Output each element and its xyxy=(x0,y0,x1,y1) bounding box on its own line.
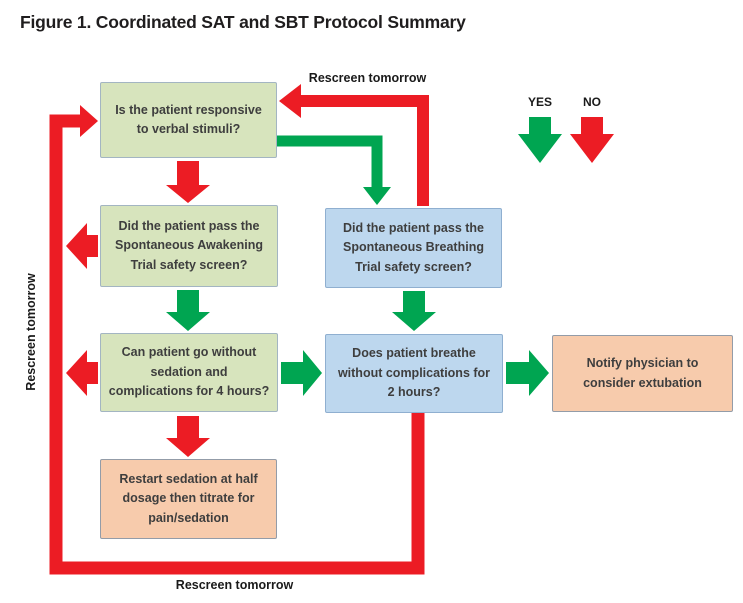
responsive-yes-to-sbt-arrowhead xyxy=(363,187,391,205)
sbt-no-to-responsive-line xyxy=(301,95,429,206)
arrow-responsive-no-down xyxy=(166,161,210,203)
box-sedation-4-hours: Can patient go without sedation and comp… xyxy=(100,333,278,412)
box-breathe-2-hours: Does patient breathe without complicatio… xyxy=(325,334,503,413)
legend-yes-arrow-icon xyxy=(518,117,562,163)
arrow-sat-no-left xyxy=(66,223,98,269)
box-responsive-text: Is the patient responsive to verbal stim… xyxy=(115,102,262,136)
box-sat-text: Did the patient pass the Spontaneous Awa… xyxy=(115,218,263,272)
legend-no-label: NO xyxy=(583,95,601,109)
label-rescreen-tomorrow-left: Rescreen tomorrow xyxy=(24,273,38,391)
sbt-no-to-responsive-arrowhead xyxy=(279,84,301,118)
arrow-sat-yes-down xyxy=(166,290,210,331)
label-rescreen-tomorrow-bottom: Rescreen tomorrow xyxy=(175,578,294,592)
arrow-breathe-yes-right xyxy=(506,350,549,396)
arrow-sedation-no-left xyxy=(66,350,98,396)
figure-title: Figure 1. Coordinated SAT and SBT Protoc… xyxy=(20,12,466,32)
box-responsive-verbal-stimuli: Is the patient responsive to verbal stim… xyxy=(100,82,277,158)
label-rescreen-tomorrow-top: Rescreen tomorrow xyxy=(308,71,427,85)
arrow-sedation-yes-right xyxy=(281,350,322,396)
box-restart-sedation: Restart sedation at half dosage then tit… xyxy=(100,459,277,539)
box-sbt-safety-screen: Did the patient pass the Spontaneous Bre… xyxy=(325,208,502,288)
box-sbt-text: Did the patient pass the Spontaneous Bre… xyxy=(343,220,484,274)
box-breathe-text: Does patient breathe without complicatio… xyxy=(337,346,491,400)
arrow-sedation-no-down xyxy=(166,416,210,457)
box-sat-safety-screen: Did the patient pass the Spontaneous Awa… xyxy=(100,205,278,287)
rescreen-loop-line xyxy=(49,114,425,575)
box-notify-physician: Notify physician to consider extubation xyxy=(552,335,733,412)
arrow-sbt-yes-down xyxy=(392,291,436,331)
box-restart-text: Restart sedation at half dosage then tit… xyxy=(119,471,258,525)
rescreen-loop-arrowhead xyxy=(80,105,98,137)
responsive-yes-to-sbt-line xyxy=(277,135,383,187)
legend-no-arrow-icon xyxy=(570,117,614,163)
box-notify-text: Notify physician to consider extubation xyxy=(583,356,702,390)
box-sedation-text: Can patient go without sedation and comp… xyxy=(108,345,270,399)
legend-yes-label: YES xyxy=(527,95,552,109)
